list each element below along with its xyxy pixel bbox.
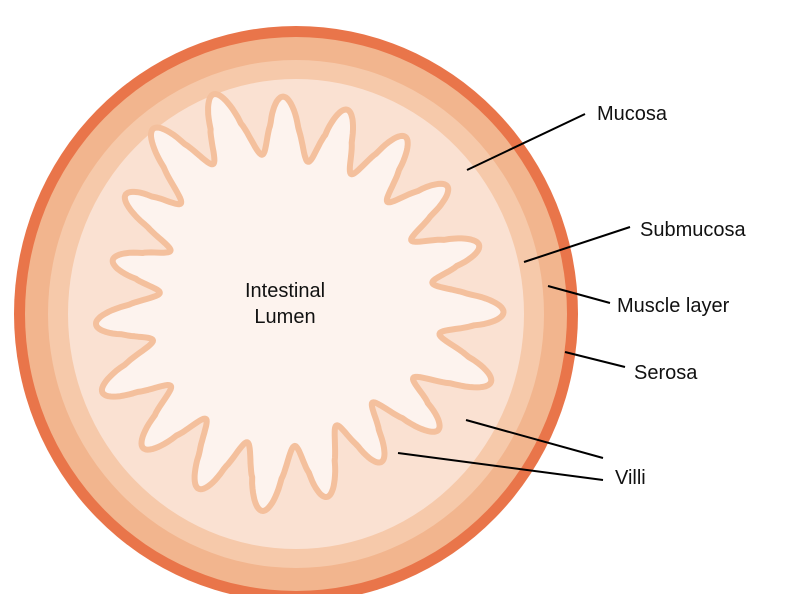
lumen-label: Intestinal Lumen xyxy=(205,278,365,330)
lumen-label-line2: Lumen xyxy=(205,304,365,330)
villi-label: Villi xyxy=(615,468,646,488)
lumen-label-line1: Intestinal xyxy=(205,278,365,304)
serosa-label: Serosa xyxy=(634,363,697,383)
mucosa-label: Mucosa xyxy=(597,104,667,124)
submucosa-label: Submucosa xyxy=(640,220,746,240)
muscle-layer-label: Muscle layer xyxy=(617,296,729,316)
